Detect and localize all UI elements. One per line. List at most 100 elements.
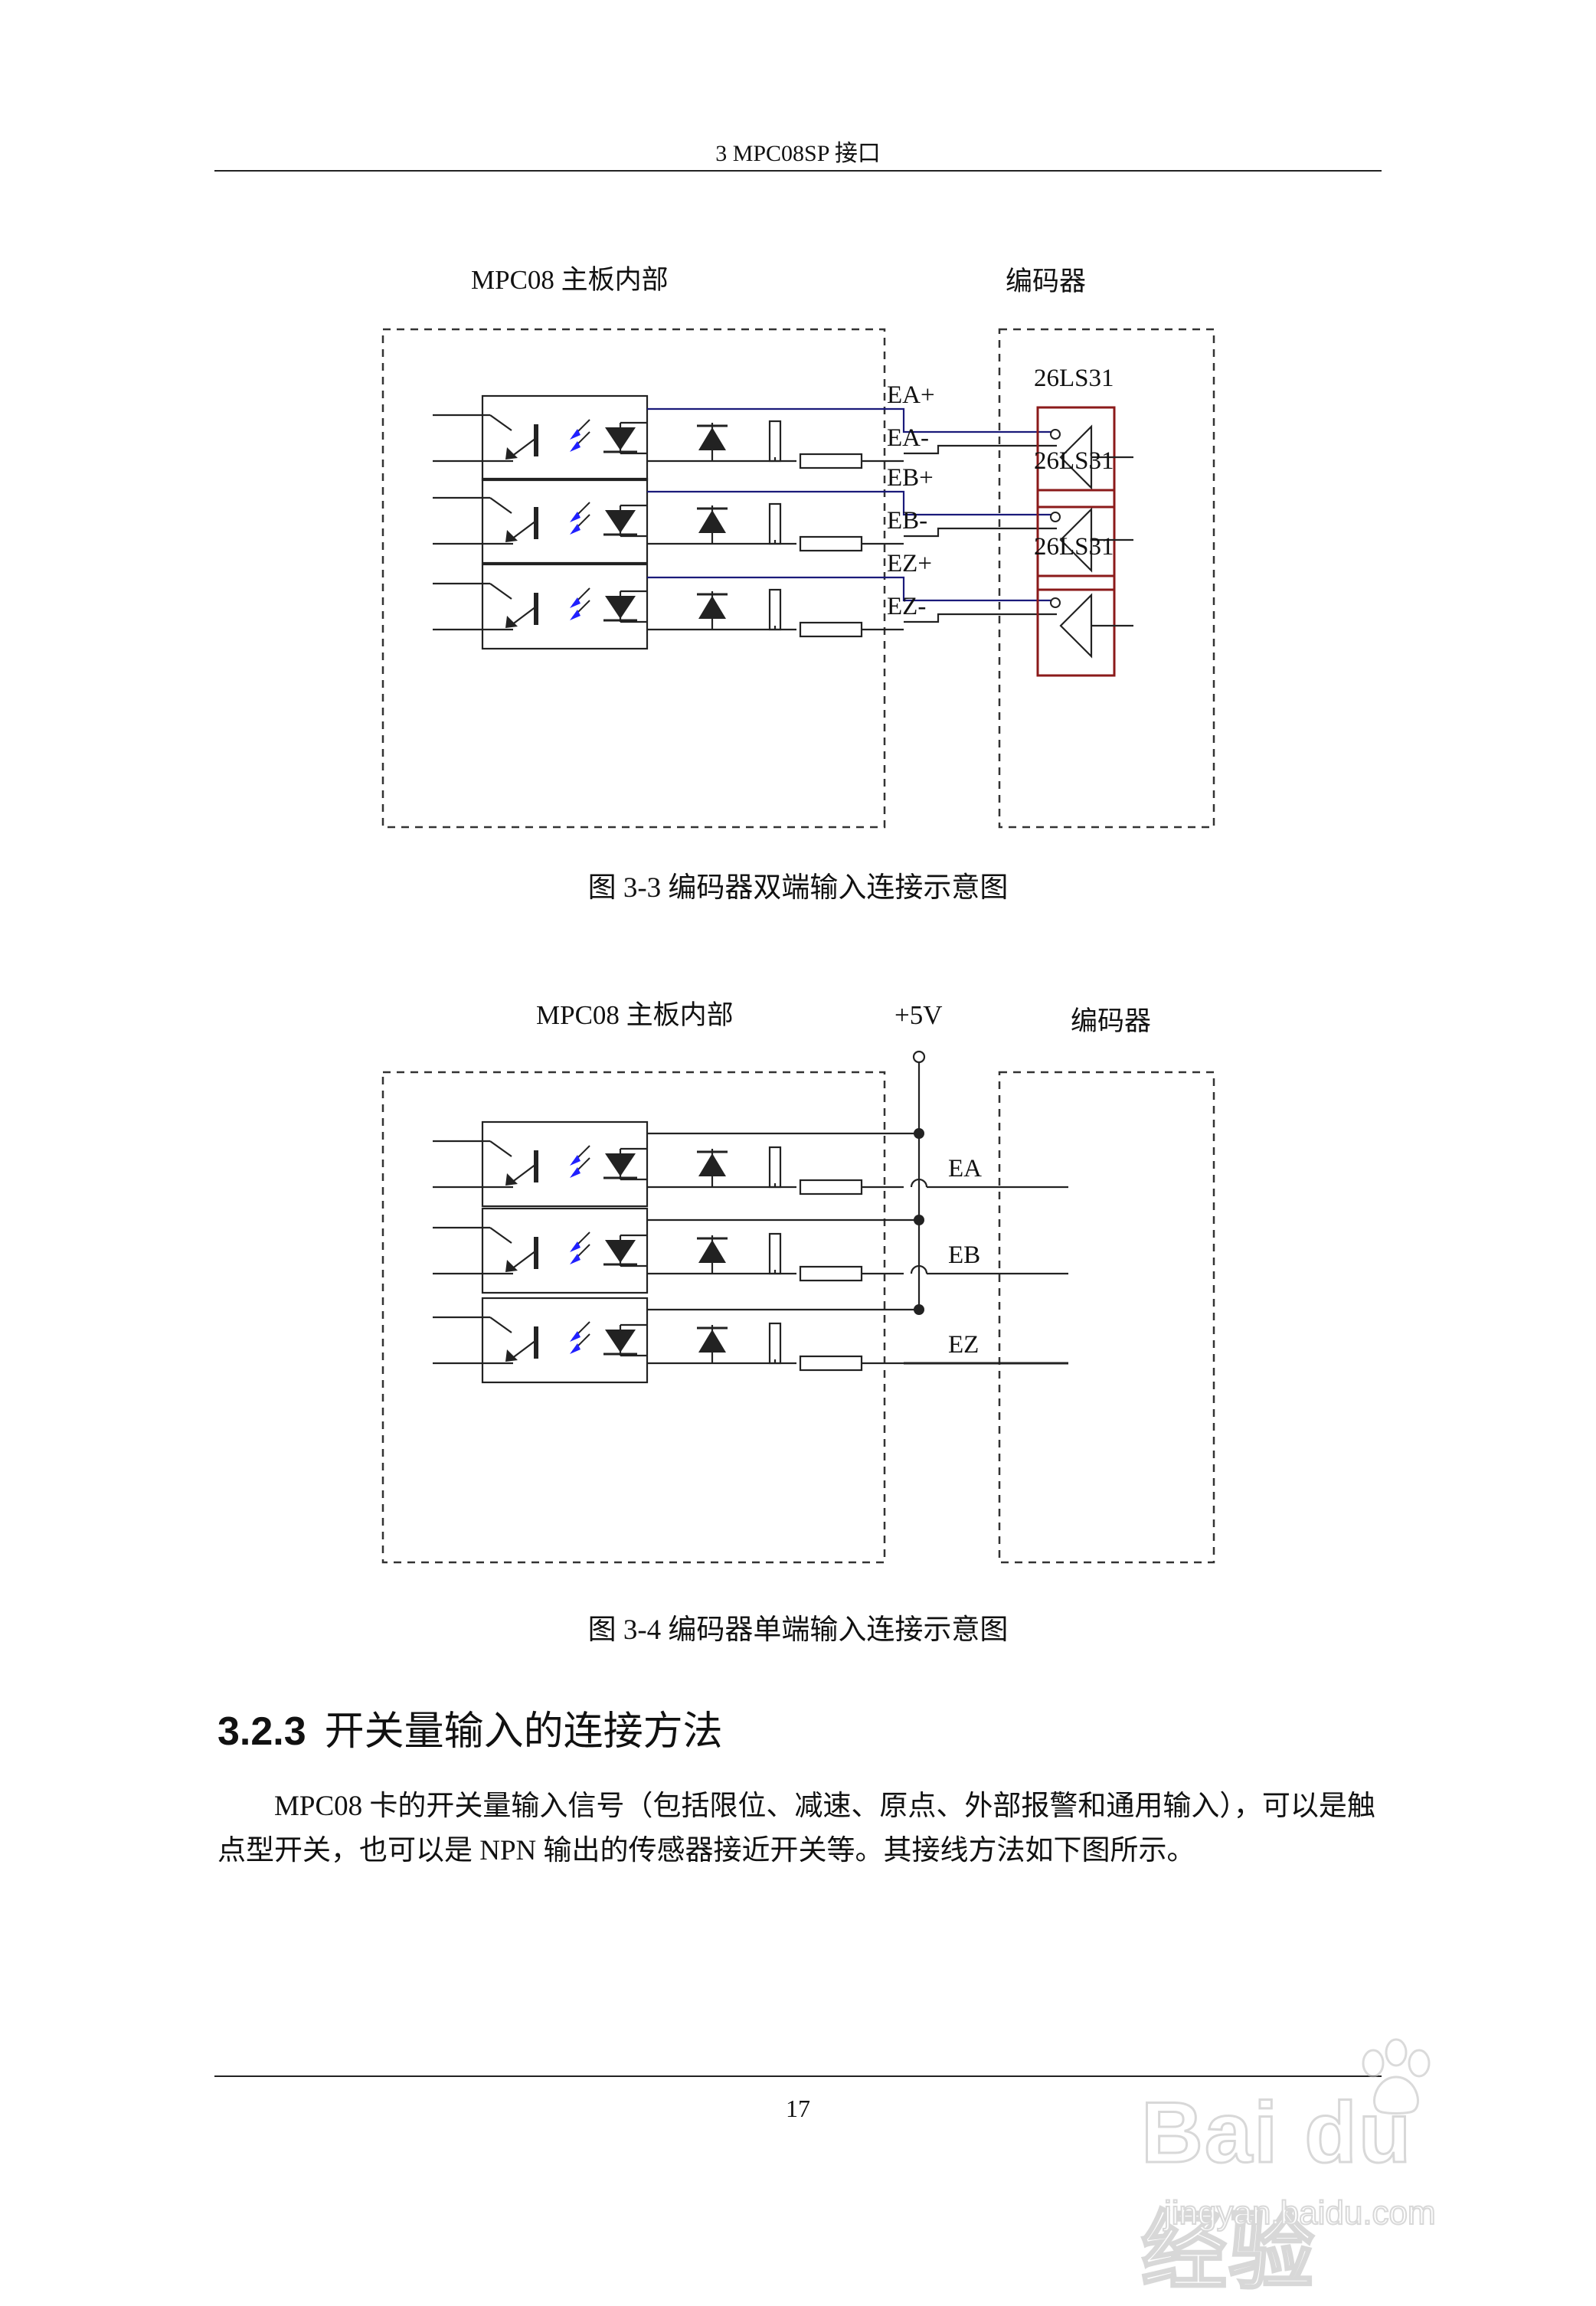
fig34-ch1-light-arrow-2 bbox=[570, 1167, 581, 1178]
fig34-ch2-label: EB bbox=[948, 1241, 980, 1269]
fig34-ch2-optocoupler-box bbox=[481, 1207, 649, 1294]
fig33-ch3-inverter-bubble bbox=[1050, 597, 1061, 608]
fig34-ch3-resistor-horizontal bbox=[799, 1355, 863, 1372]
fig33-ch3-light-arrow-1 bbox=[570, 597, 581, 608]
baidu-jingyan-watermark: Bai du 经验 jingyan.baidu.com bbox=[1140, 2037, 1524, 2301]
fig33-ch3-emitter-lead bbox=[511, 606, 537, 626]
fig33-ch1-led-triangle bbox=[605, 427, 636, 450]
fig34-ch1-resistor-horizontal bbox=[799, 1179, 863, 1196]
fig34-ch3-light-arrow-2 bbox=[570, 1343, 581, 1354]
fig34-ch3-collector-lead bbox=[489, 1317, 512, 1333]
baidu-paw-icon bbox=[1362, 2038, 1431, 2115]
fig33-ch3-minus-wire bbox=[904, 613, 1057, 623]
fig33-ch2-resistor-vertical bbox=[768, 502, 782, 545]
fig33-ch1-plus-wire bbox=[647, 407, 1057, 433]
footer-rule bbox=[214, 2075, 1382, 2077]
fig34-ch1-crossover-arc bbox=[910, 1178, 928, 1188]
fig33-ch1-resistor-vertical bbox=[768, 420, 782, 463]
fig34-ch2-crossover-arc bbox=[910, 1264, 928, 1274]
fig34-ch2-led-triangle bbox=[605, 1240, 636, 1263]
fig33-ch1-light-arrow-2 bbox=[570, 441, 581, 452]
fig33-ch1-emitter-arrow bbox=[505, 447, 518, 460]
fig33-ch2-collector-lead bbox=[489, 497, 512, 514]
fig34-encoder-boundary bbox=[998, 1071, 1215, 1564]
fig34-ch2-light-arrow-1 bbox=[570, 1241, 581, 1252]
fig34-board-boundary bbox=[381, 1071, 886, 1564]
fig33-ch2-emitter-lead bbox=[511, 520, 537, 540]
figure-3-4-diagram: MPC08 主板内部 +5V 编码器 EA EB EZ bbox=[381, 1000, 1215, 1564]
fig34-ch2-light-arrow-2 bbox=[570, 1254, 581, 1264]
fig34-ch2-diode-triangle bbox=[698, 1240, 726, 1263]
fig33-ch2-plus-label: EB+ bbox=[887, 464, 934, 492]
fig33-ch1-inverter-bubble bbox=[1050, 429, 1061, 440]
fig33-ch3-minus-label: EZ- bbox=[887, 593, 926, 620]
fig34-ch1-resistor-vertical bbox=[768, 1146, 782, 1189]
fig33-ch2-inverter-bubble bbox=[1050, 512, 1061, 522]
fig33-ch3-diode-triangle bbox=[698, 596, 726, 619]
figure-3-3-diagram: MPC08 主板内部 编码器 EA+EA-26LS31EB+EB-26LS31E… bbox=[381, 265, 1215, 829]
watermark-url: jingyan.baidu.com bbox=[1163, 2193, 1437, 2232]
fig33-ch2-emitter-arrow bbox=[505, 530, 518, 542]
fig34-ch3-optocoupler-box bbox=[481, 1297, 649, 1384]
fig33-ch2-plus-wire bbox=[647, 490, 1057, 516]
section-title: 开关量输入的连接方法 bbox=[324, 1709, 723, 1754]
fig33-ch1-resistor-horizontal bbox=[799, 453, 863, 469]
fig34-ch3-light-arrow-1 bbox=[570, 1331, 581, 1342]
fig33-encoder-boundary bbox=[998, 328, 1215, 829]
page-number: 17 bbox=[786, 2095, 810, 2122]
watermark-logo: Bai du 经验 bbox=[1140, 2084, 1413, 2301]
fig33-ch3-chip-label: 26LS31 bbox=[1034, 533, 1114, 561]
fig34-ch3-supply-node bbox=[914, 1304, 924, 1315]
fig33-ch3-plus-label: EZ+ bbox=[887, 550, 932, 577]
fig33-ch3-led-triangle bbox=[605, 596, 636, 619]
fig34-ch2-collector-lead bbox=[489, 1227, 512, 1244]
fig34-ch3-label: EZ bbox=[948, 1331, 979, 1359]
fig33-ch2-light-arrow-2 bbox=[570, 524, 581, 535]
fig34-supply-label: +5V bbox=[894, 1000, 943, 1030]
fig33-ch2-minus-label: EB- bbox=[887, 507, 927, 535]
fig34-ch1-emitter-arrow bbox=[505, 1173, 518, 1186]
fig33-ch1-emitter-lead bbox=[511, 437, 537, 457]
fig33-ch2-light-arrow-1 bbox=[570, 512, 581, 522]
fig34-board-label: MPC08 主板内部 bbox=[536, 1000, 734, 1030]
fig33-ch1-minus-label: EA- bbox=[887, 424, 929, 452]
fig33-ch3-resistor-vertical bbox=[768, 588, 782, 631]
header-rule bbox=[214, 170, 1382, 172]
fig33-ch3-emitter-arrow bbox=[505, 616, 518, 628]
fig34-ch1-label: EA bbox=[948, 1155, 982, 1182]
fig33-ch3-light-arrow-2 bbox=[570, 610, 581, 620]
fig34-ch1-emitter-lead bbox=[511, 1163, 537, 1183]
fig34-ch3-resistor-vertical bbox=[768, 1322, 782, 1365]
fig33-ch2-chip-label: 26LS31 bbox=[1034, 447, 1114, 475]
fig34-ch3-led-triangle bbox=[605, 1330, 636, 1353]
fig34-ch2-emitter-arrow bbox=[505, 1260, 518, 1272]
fig33-ch3-resistor-horizontal bbox=[799, 621, 863, 638]
fig33-ch1-light-arrow-1 bbox=[570, 429, 581, 440]
fig33-ch2-led-triangle bbox=[605, 510, 636, 533]
fig34-ch1-light-arrow-1 bbox=[570, 1155, 581, 1166]
fig34-ch2-resistor-vertical bbox=[768, 1232, 782, 1275]
fig33-ch3-buffer-triangle bbox=[1059, 593, 1093, 659]
fig34-ch1-collector-lead bbox=[489, 1140, 512, 1157]
fig33-ch1-collector-lead bbox=[489, 414, 512, 431]
fig34-encoder-label: 编码器 bbox=[1071, 1006, 1151, 1036]
fig34-ch3-diode-triangle bbox=[698, 1330, 726, 1353]
fig34-ch3-emitter-arrow bbox=[505, 1349, 518, 1362]
fig34-ch1-optocoupler-box bbox=[481, 1120, 649, 1208]
fig34-ch1-diode-triangle bbox=[698, 1153, 726, 1176]
section-paragraph: MPC08 卡的开关量输入信号（包括限位、减速、原点、外部报警和通用输入），可以… bbox=[217, 1791, 1375, 1866]
running-header: 3 MPC08SP 接口 bbox=[715, 141, 881, 166]
fig33-ch2-diode-triangle bbox=[698, 510, 726, 533]
fig33-encoder-label: 编码器 bbox=[1006, 267, 1086, 296]
fig34-supply-terminal bbox=[912, 1050, 926, 1064]
fig33-ch1-minus-wire bbox=[904, 444, 1057, 455]
fig33-ch3-optocoupler-box bbox=[481, 563, 649, 650]
fig33-ch1-chip-label: 26LS31 bbox=[1034, 365, 1114, 392]
fig33-ch1-optocoupler-box bbox=[481, 394, 649, 482]
fig33-ch1-diode-triangle bbox=[698, 427, 726, 450]
figure-3-4-caption: 图 3-4 编码器单端输入连接示意图 bbox=[587, 1614, 1009, 1646]
fig34-ch3-emitter-lead bbox=[511, 1339, 537, 1359]
fig34-ch2-emitter-lead bbox=[511, 1250, 537, 1270]
fig34-ch1-supply-node bbox=[914, 1128, 924, 1139]
